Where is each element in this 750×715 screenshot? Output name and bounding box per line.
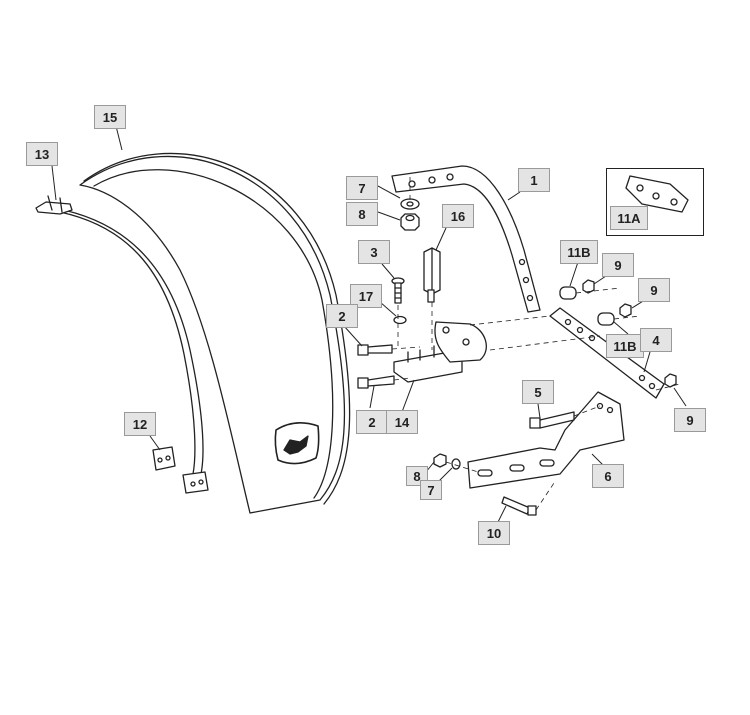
bracket-part-1 (391, 165, 541, 313)
bolt-part-2-lower (357, 375, 395, 389)
fender-part-15 (79, 152, 351, 514)
callout-11a: 11A (610, 206, 648, 230)
bolt-part-5 (529, 411, 575, 429)
callout-1: 1 (518, 168, 550, 192)
callout-7-lower: 7 (420, 480, 442, 500)
callout-16: 16 (442, 204, 474, 228)
plate-part-12 (152, 446, 209, 494)
callout-17: 17 (350, 284, 382, 308)
callout-4: 4 (640, 328, 672, 352)
part-11a (625, 175, 689, 213)
spacer-part-11b-lower (597, 312, 615, 326)
callout-15: 15 (94, 105, 126, 129)
callout-2-upper: 2 (326, 304, 358, 328)
bolt-part-3 (391, 277, 405, 304)
nut-part-9-c (664, 373, 677, 388)
callout-5: 5 (522, 380, 554, 404)
bolt-part-2-upper (357, 344, 393, 356)
callout-9-c: 9 (674, 408, 706, 432)
callout-9-b: 9 (638, 278, 670, 302)
callout-11b-upper: 11B (560, 240, 598, 264)
callout-13: 13 (26, 142, 58, 166)
callout-3: 3 (358, 240, 390, 264)
washer-part-7-lower (451, 458, 461, 470)
callout-11b-lower: 11B (606, 334, 644, 358)
nut-part-9-a (582, 279, 595, 294)
callout-12: 12 (124, 412, 156, 436)
callout-2-lower: 2 (356, 410, 388, 434)
nut-part-8-top (400, 213, 420, 231)
clip-part-13 (35, 195, 73, 215)
support-part-14 (393, 321, 487, 383)
callout-10: 10 (478, 521, 510, 545)
spacer-part-16 (423, 247, 441, 303)
callout-8-upper: 8 (346, 202, 378, 226)
alignment-lines (391, 176, 681, 511)
callout-9-a: 9 (602, 253, 634, 277)
washer-part-17 (393, 315, 407, 325)
callout-14: 14 (386, 410, 418, 434)
washer-part-7-top (400, 198, 420, 210)
nut-part-8-lower (433, 453, 447, 468)
spacer-part-11b-upper (559, 286, 577, 300)
deer-logo-icon (274, 422, 320, 465)
fender-liner (53, 207, 204, 479)
callout-7-upper: 7 (346, 176, 378, 200)
bolt-part-10 (501, 496, 537, 516)
detail-inset-box (606, 168, 704, 236)
bracket-part-6 (467, 391, 625, 489)
nut-part-9-b (619, 303, 632, 318)
callout-6: 6 (592, 464, 624, 488)
